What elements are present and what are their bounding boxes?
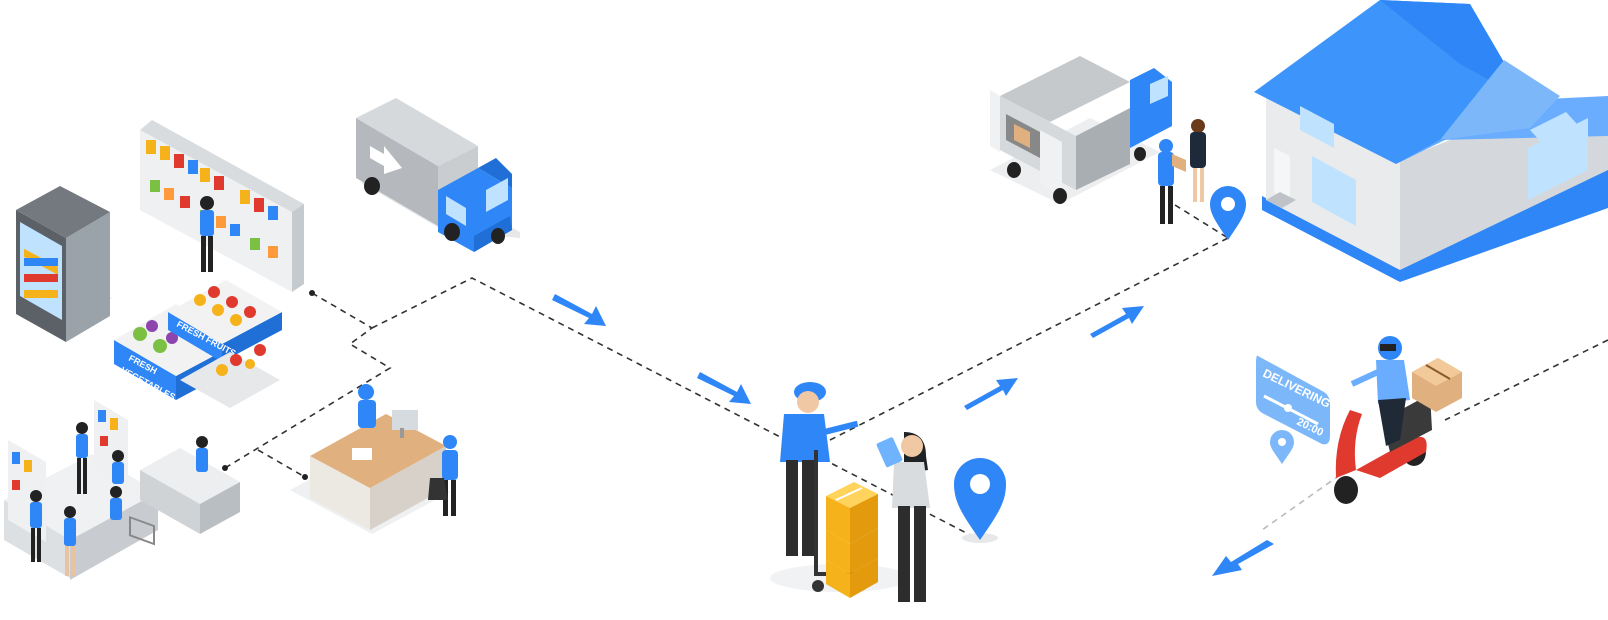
checkout-area	[4, 400, 240, 580]
cashier-counter	[290, 384, 458, 534]
arrow-icon	[697, 372, 751, 404]
route-handover-to-pin	[829, 237, 1229, 441]
location-pin-icon	[954, 458, 1006, 543]
hand-truck	[812, 450, 878, 598]
arrow-icon	[1212, 540, 1274, 576]
freezer	[16, 186, 112, 342]
cargo-truck	[356, 98, 520, 252]
handover-scene	[770, 382, 1006, 602]
location-pin-icon	[1210, 186, 1246, 240]
route-checkout-branch	[257, 449, 306, 478]
flow-arrows	[552, 294, 1274, 576]
produce-stands: FRESH VEGETABLES FRESH FRUITS	[114, 280, 282, 408]
delivering-sign: DELIVERING 20:00	[1256, 355, 1333, 464]
route-store-to-truck	[371, 277, 981, 541]
arrow-icon	[964, 378, 1018, 410]
scooter-rider	[1350, 336, 1410, 446]
grocery-shelf	[140, 120, 304, 292]
scooter-courier: DELIVERING 20:00	[1256, 336, 1462, 504]
truck-courier	[1158, 119, 1206, 224]
location-pin-icon	[1270, 430, 1294, 464]
store-cluster: FRESH VEGETABLES FRESH FRUITS	[4, 120, 458, 580]
shoppers	[30, 422, 208, 576]
arrow-icon	[552, 294, 606, 326]
delivery-truck	[990, 56, 1246, 240]
route-store-to-main	[224, 292, 392, 469]
package-boxes	[826, 482, 878, 598]
house	[1254, 0, 1608, 282]
arrow-icon	[1090, 306, 1144, 338]
receiver	[876, 432, 930, 602]
route-scooter-line	[1444, 339, 1608, 421]
route-lines	[224, 204, 1608, 541]
route-scooter-faint	[1261, 474, 1341, 531]
